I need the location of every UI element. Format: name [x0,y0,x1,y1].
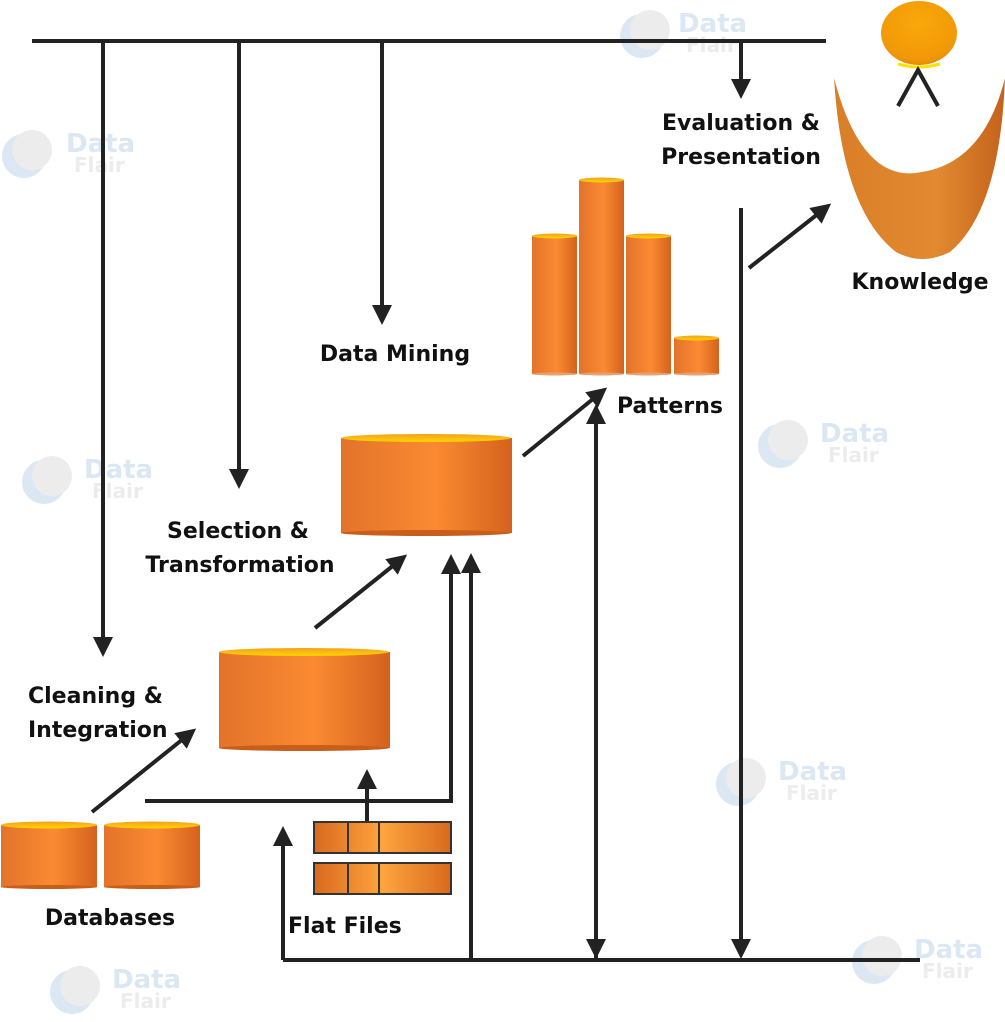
selected-data-cylinder-icon [341,434,512,536]
pattern-cylinder [674,335,719,376]
arrow-selected-to-patterns [521,387,608,458]
flow-connectors [90,203,832,822]
patterns-cylinders-icon [532,177,719,376]
arrow-databases-to-cleaned [90,728,197,814]
svg-text:Data: Data [84,455,153,485]
evaluation-label-line1: Evaluation & [662,111,820,136]
bowl-icon [834,78,1005,259]
pattern-cylinder [579,177,624,376]
databases-cylinders-icon [1,821,200,889]
knowledge-label: Knowledge [851,270,988,295]
data-mining-label: Data Mining [320,342,470,367]
stage-labels: Evaluation & Presentation Knowledge Data… [28,111,989,939]
svg-text:Flair: Flair [828,443,879,467]
flat-files-icon [313,821,452,895]
arrow-databases-to-selected-data [145,554,461,803]
svg-text:Data: Data [112,965,181,995]
watermark-logo-icon: Data Flair [2,129,135,178]
knowledge-figure-icon [834,1,1005,259]
arrow-cleaned-to-selected [313,554,408,630]
bottom-feedback-bus [273,208,920,962]
databases-label: Databases [45,906,175,931]
svg-text:Flair: Flair [92,479,143,503]
svg-text:Data: Data [820,419,889,449]
svg-text:Flair: Flair [120,989,171,1013]
watermark-logo-icon: Data Flair [22,455,153,504]
selection-label-line1: Selection & [167,519,309,544]
cleaned-data-cylinder-icon [219,648,390,751]
patterns-label: Patterns [617,394,723,419]
pattern-cylinder [532,233,577,376]
pattern-cylinder [626,233,671,376]
cleaning-label-line1: Cleaning & [28,684,163,709]
svg-text:Data: Data [914,935,983,965]
flat-files-label: Flat Files [288,914,402,939]
svg-text:Flair: Flair [922,959,973,983]
svg-text:Data: Data [66,129,135,159]
watermark-logo-icon: Data Flair [758,419,889,468]
cleaning-label-line2: Integration [28,718,168,743]
watermark-logo-icon: Data Flair [716,757,847,806]
svg-text:Data: Data [778,757,847,787]
svg-text:Data: Data [678,9,747,39]
svg-text:Flair: Flair [74,153,125,177]
head-icon [881,1,957,65]
selection-label-line2: Transformation [145,553,334,578]
evaluation-label-line2: Presentation [661,145,821,170]
watermark-logo-icon: Data Flair [620,9,747,58]
arrow-patterns-to-knowledge [747,203,832,270]
svg-text:Flair: Flair [686,33,737,57]
svg-text:Flair: Flair [786,781,837,805]
top-stage-bus [32,39,826,657]
watermark-logo-icon: Data Flair [50,965,181,1014]
